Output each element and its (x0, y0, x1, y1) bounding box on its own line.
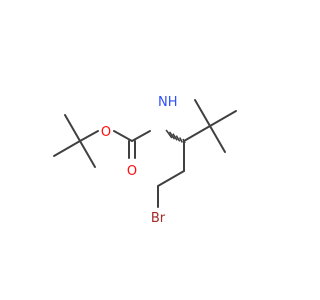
bond-tbu-to-oxygen (79, 130, 99, 142)
bond-quaternary-methyl-top-left (194, 99, 211, 127)
bond-ch2-to-ch2 (157, 170, 185, 187)
bond-oxygen-to-carbonyl-carbon (113, 130, 133, 142)
bond-stereocenter-to-quaternary (183, 125, 211, 142)
bond-tbu-methyl-bottom (79, 140, 96, 168)
bond-tbu-methyl-left (53, 140, 81, 157)
atom-nh: NH (158, 95, 178, 110)
bond-carbonyl-to-nh (131, 130, 151, 142)
bond-quaternary-methyl-bottom (209, 125, 226, 153)
atom-bromine: Br (151, 211, 166, 226)
atom-oxygen-ether: O (101, 125, 111, 140)
stereo-hash-wedge (165, 129, 186, 144)
bond-tbu-methyl-top (64, 114, 81, 142)
molecule-structure: O O NH Br (53, 95, 237, 226)
atom-oxygen-carbonyl: O (127, 164, 137, 179)
bond-quaternary-methyl-right (209, 110, 237, 127)
